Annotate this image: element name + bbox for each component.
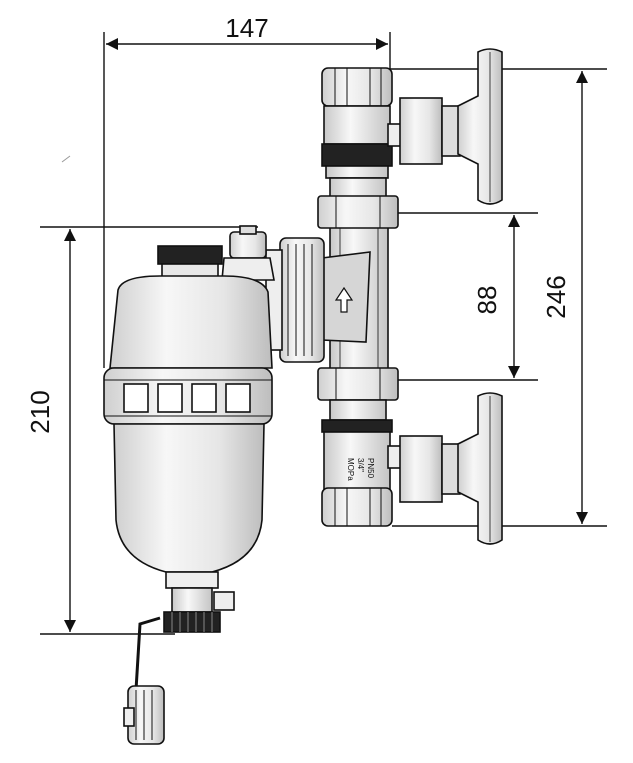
dimension-width-top: [103, 32, 391, 368]
drain-key: [123, 616, 165, 745]
upper-union-nut: [317, 195, 399, 229]
lower-union-nut: [317, 367, 399, 401]
separator-body: [103, 225, 275, 633]
dimension-pipe-spacing-label: 88: [472, 286, 502, 315]
dimension-width-label: 147: [225, 13, 268, 43]
valve-marking: PN50 3/4" MOPa: [346, 458, 375, 481]
valve-marking-line-2: 3/4": [356, 458, 365, 472]
arrow-up-icon: [334, 286, 354, 313]
valve-marking-line-3: MOPa: [346, 458, 355, 481]
stray-mark: [61, 155, 71, 163]
dimension-height-total-label: 246: [541, 275, 571, 318]
lower-valve: [321, 392, 503, 545]
upper-valve: [321, 48, 503, 205]
valve-marking-line-1: PN50: [366, 458, 375, 479]
dimension-pipe-spacing: [398, 212, 538, 381]
dimension-height-left-label: 210: [25, 390, 55, 433]
dimension-height-left: [40, 226, 258, 635]
